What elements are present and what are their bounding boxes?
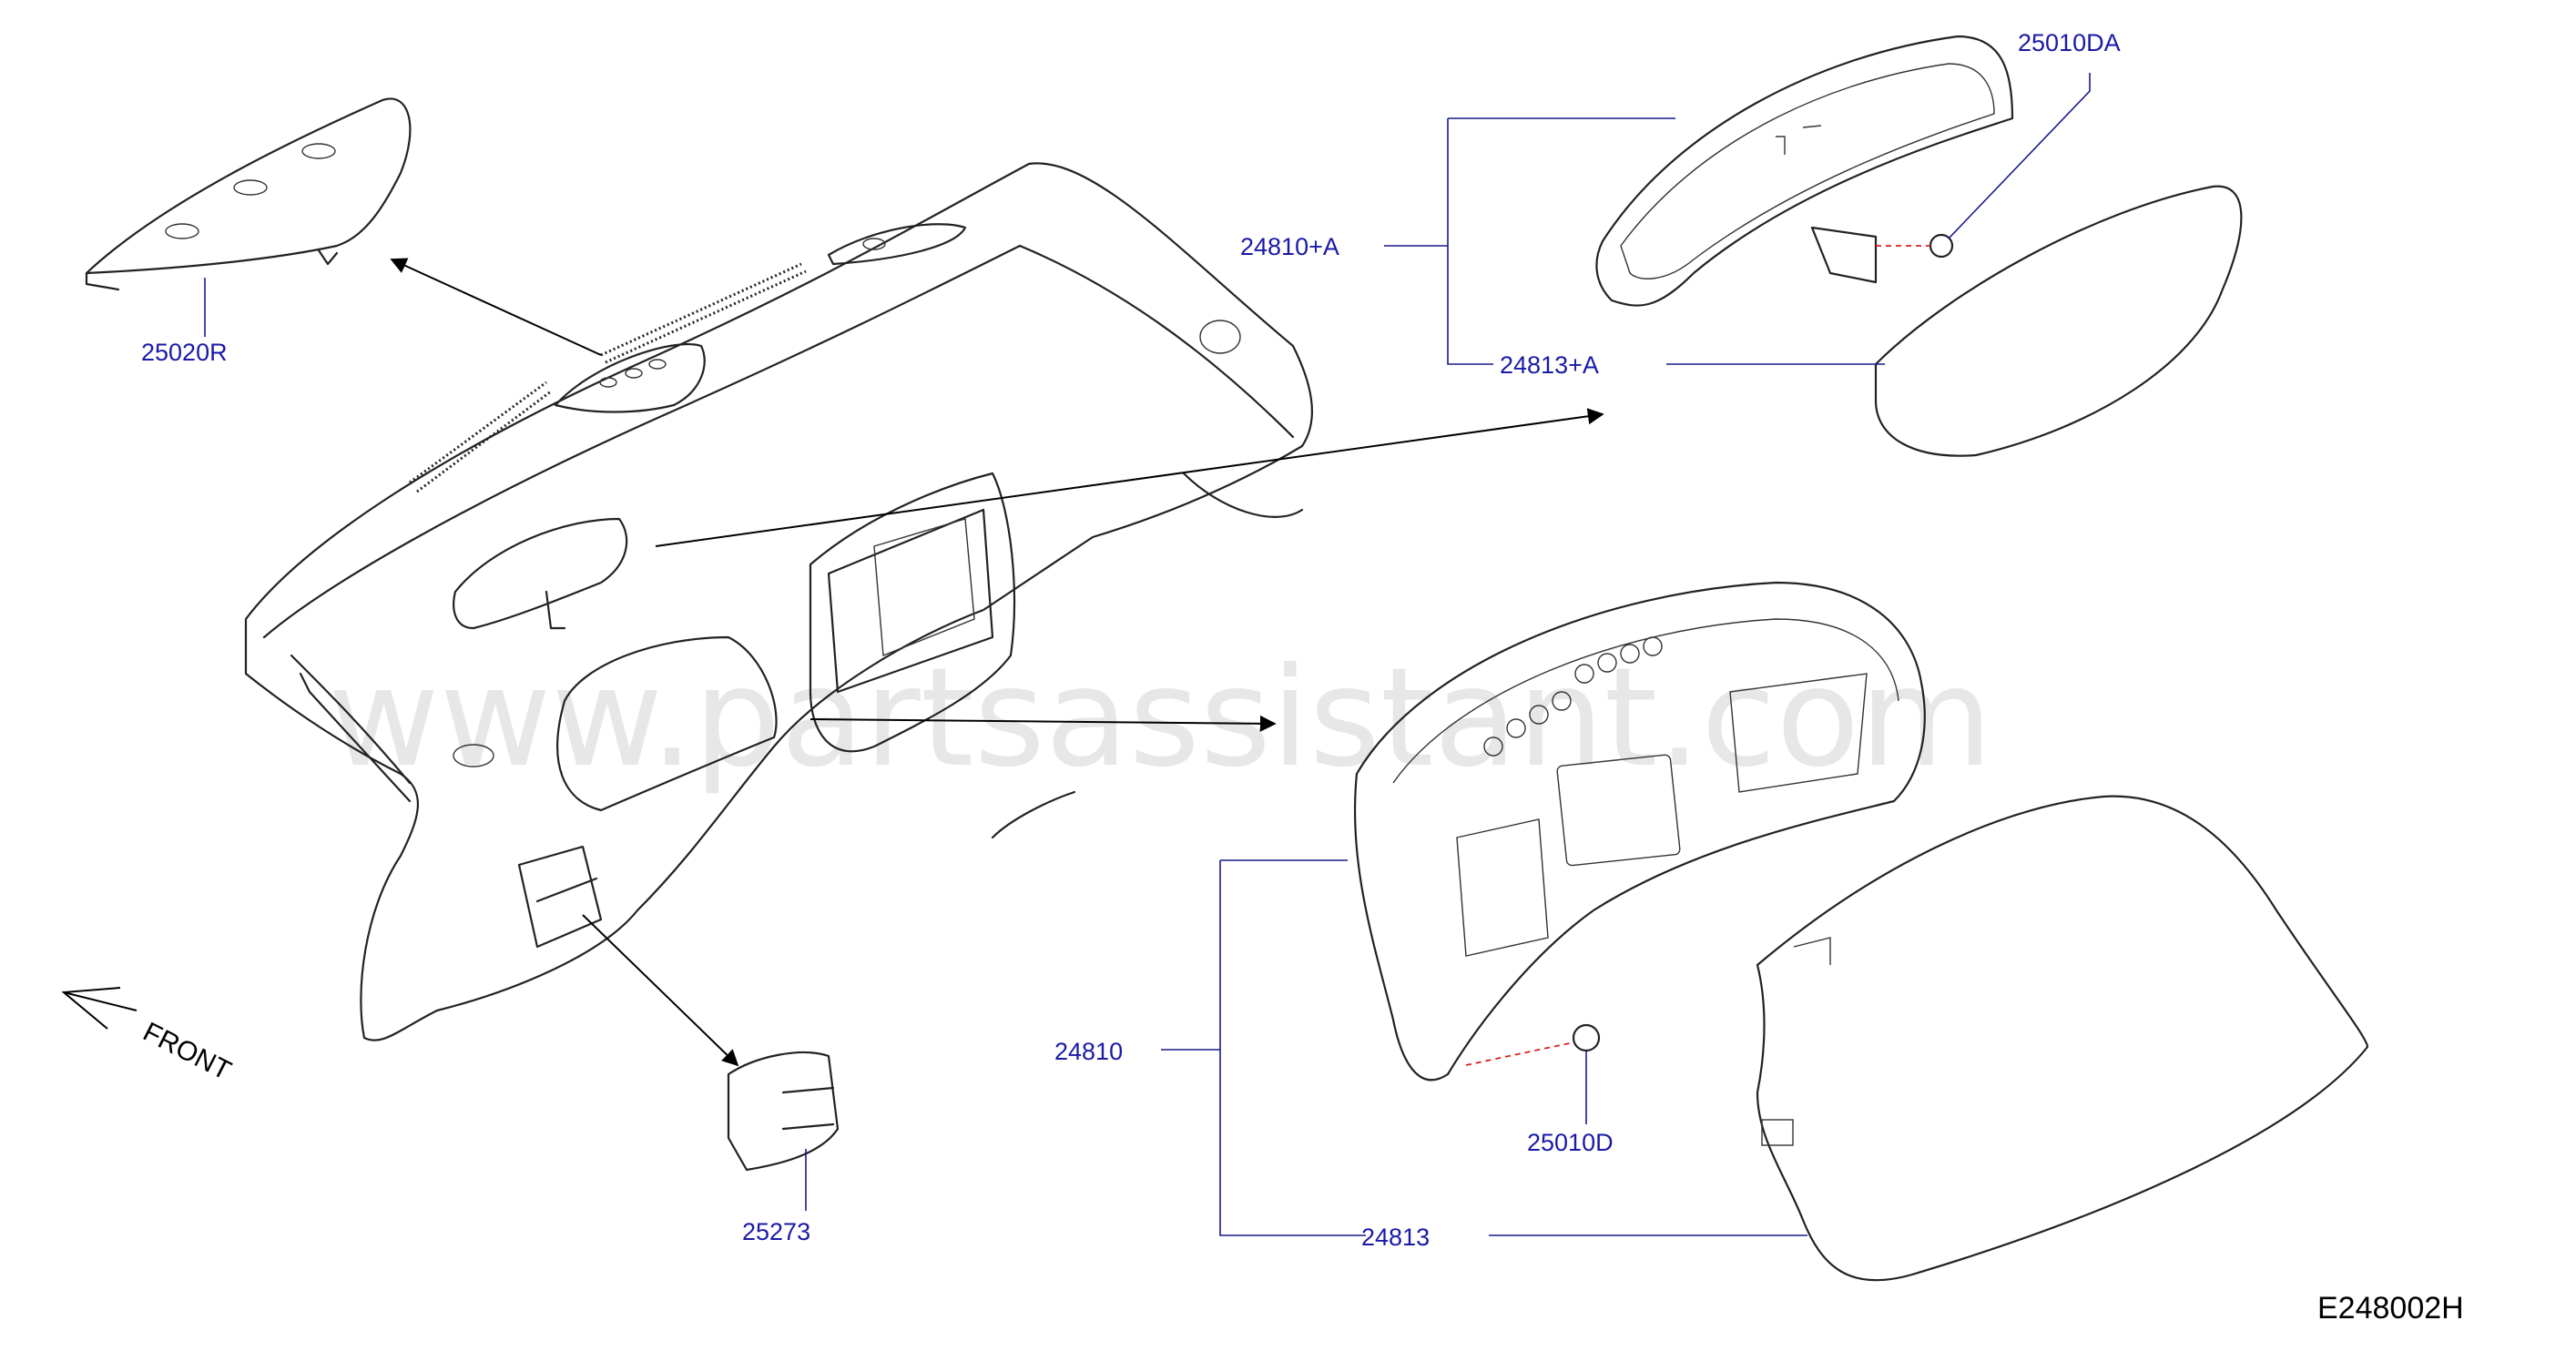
watermark-text: www.partsassistant.com — [328, 639, 1992, 797]
callout-25273: 25273 — [742, 1218, 810, 1245]
switch-drawing — [727, 1051, 840, 1172]
callout-24813-a: 24813+A — [1500, 351, 1599, 379]
upper-cover-drawing — [1874, 185, 2243, 457]
upper-meter-drawing — [1595, 35, 2014, 307]
warning-lamps — [1483, 636, 1663, 757]
callout-25010d: 25010D — [1527, 1129, 1614, 1156]
diagram-code: E248002H — [2317, 1291, 2464, 1326]
bolt-upper-drawing — [1876, 233, 1954, 259]
leader-lines — [204, 73, 2091, 1236]
exploded-arrows — [61, 258, 1604, 1067]
callout-24810-a: 24810+A — [1240, 233, 1339, 260]
front-direction-label: FRONT — [138, 1017, 236, 1086]
main-meter-drawing — [1353, 581, 1926, 1082]
callout-25010da: 25010DA — [2018, 29, 2121, 56]
callout-24810: 24810 — [1054, 1038, 1123, 1065]
main-cover-drawing — [1756, 795, 2369, 1282]
instrument-panel-drawing — [244, 162, 1313, 1041]
upper-panel-drawing — [85, 97, 412, 291]
callout-25020r: 25020R — [141, 339, 228, 366]
bolt-main-drawing — [1465, 1023, 1601, 1066]
callout-24813: 24813 — [1361, 1224, 1430, 1251]
